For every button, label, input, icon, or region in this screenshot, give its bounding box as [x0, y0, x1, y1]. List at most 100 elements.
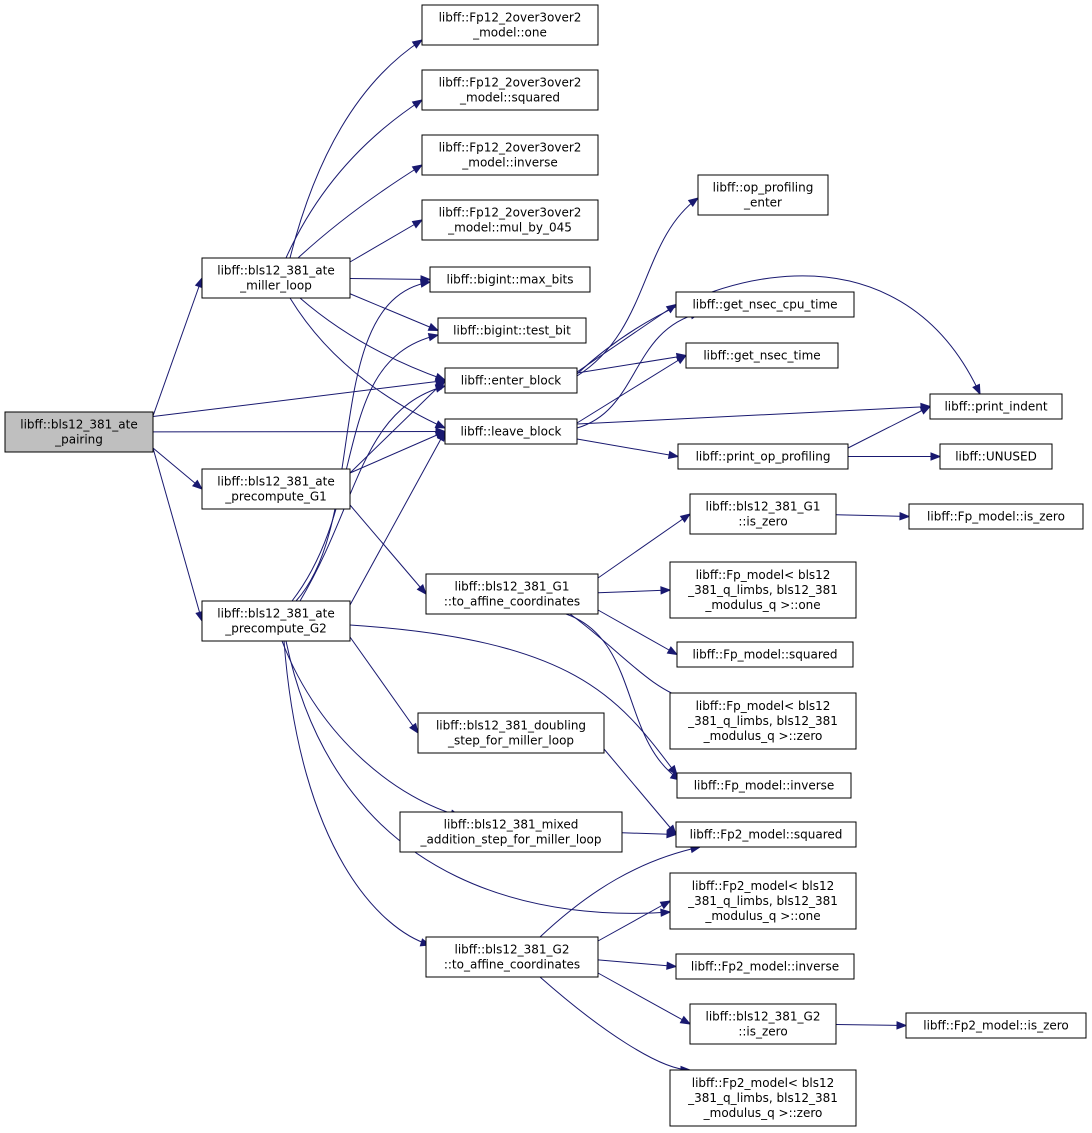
node-label: libff::Fp_model::is_zero	[927, 510, 1065, 524]
arrowhead-icon	[679, 1015, 692, 1025]
node-leave_block[interactable]: libff::leave_block	[444, 418, 578, 445]
arrowhead-icon	[659, 900, 672, 910]
node-fp12_inverse[interactable]: libff::Fp12_2over3over2_model::inverse	[421, 134, 599, 176]
node-print_op_prof[interactable]: libff::print_op_profiling	[677, 443, 849, 470]
node-box	[676, 641, 854, 668]
edge-g1_is_zero-to-fp_is_zero	[835, 512, 911, 521]
node-test_bit[interactable]: libff::bigint::test_bit	[437, 317, 587, 344]
node-box	[425, 936, 599, 978]
node-label: libff::Fp12_2over3over2	[439, 141, 582, 155]
node-box	[669, 872, 857, 930]
edge-line	[285, 640, 671, 914]
node-op_prof_enter[interactable]: libff::op_profiling_enter	[697, 174, 829, 216]
arrowhead-icon	[666, 961, 678, 970]
node-fp2_is_zero[interactable]: libff::Fp2_model::is_zero	[905, 1012, 1087, 1039]
node-cpu_time[interactable]: libff::get_nsec_cpu_time	[675, 291, 855, 318]
node-fp2_inverse[interactable]: libff::Fp2_model::inverse	[675, 953, 855, 980]
node-label: libff::bls12_381_doubling	[436, 719, 586, 733]
node-fp2_zero[interactable]: libff::Fp2_model< bls12_381_q_limbs, bls…	[669, 1069, 857, 1127]
node-g2_is_zero[interactable]: libff::bls12_381_G2::is_zero	[689, 1003, 837, 1045]
node-label: _modulus_q >::zero	[703, 729, 823, 743]
node-g1_is_zero[interactable]: libff::bls12_381_G1::is_zero	[689, 493, 837, 535]
node-fp12_squared[interactable]: libff::Fp12_2over3over2_model::squared	[421, 69, 599, 111]
node-box	[905, 1012, 1087, 1039]
node-label: libff::Fp2_model< bls12	[692, 1076, 835, 1090]
node-box	[675, 953, 855, 980]
edge-line	[152, 447, 203, 622]
node-fp12_mul045[interactable]: libff::Fp12_2over3over2_model::mul_by_04…	[421, 199, 599, 241]
edge-line	[349, 504, 427, 595]
edge-line	[283, 640, 431, 946]
edge-line	[281, 640, 461, 817]
node-g2_to_affine[interactable]: libff::bls12_381_G2::to_affine_coordinat…	[425, 936, 599, 978]
node-label: libff::bls12_381_G1	[706, 500, 821, 514]
node-fp_squared[interactable]: libff::Fp_model::squared	[676, 641, 854, 668]
arrowhead-icon	[679, 513, 692, 523]
edge-line	[597, 589, 671, 594]
edge-pairing-to-precompute_G2	[152, 447, 204, 623]
node-label: libff::Fp12_2over3over2	[439, 206, 582, 220]
node-label: _model::inverse	[461, 156, 557, 170]
edge-line	[597, 513, 691, 579]
node-g1_to_affine[interactable]: libff::bls12_381_G1::to_affine_coordinat…	[425, 573, 599, 615]
edge-miller_loop-to-fp12_inverse	[297, 164, 424, 259]
node-label: _precompute_G1	[224, 490, 327, 504]
node-box	[201, 257, 351, 299]
arrowhead-icon	[667, 450, 680, 460]
edge-line	[603, 748, 677, 835]
node-label: libff::Fp2_model::inverse	[691, 960, 839, 974]
node-miller_loop[interactable]: libff::bls12_381_ate_miller_loop	[201, 257, 351, 299]
node-fp_zero[interactable]: libff::Fp_model< bls12_381_q_limbs, bls1…	[669, 692, 857, 750]
node-label: libff::bls12_381_G2	[455, 943, 570, 957]
node-nsec_time[interactable]: libff::get_nsec_time	[685, 342, 839, 369]
node-box	[677, 443, 849, 470]
arrowhead-icon	[416, 584, 427, 596]
arrowhead-icon	[427, 333, 440, 342]
node-box	[908, 503, 1084, 530]
edge-precompute_G2-to-leave_block	[349, 430, 446, 606]
node-label: libff::get_nsec_cpu_time	[692, 298, 837, 312]
node-box	[201, 600, 351, 642]
node-fp_one[interactable]: libff::Fp_model< bls12_381_q_limbs, bls1…	[669, 561, 857, 619]
node-label: _precompute_G2	[224, 622, 327, 636]
node-box	[425, 573, 599, 615]
arrowhead-icon	[666, 829, 678, 839]
edge-line	[576, 438, 679, 457]
node-fp_is_zero[interactable]: libff::Fp_model::is_zero	[908, 503, 1084, 530]
node-fp2_squared[interactable]: libff::Fp2_model::squared	[675, 821, 857, 848]
node-label: _pairing	[54, 433, 103, 447]
node-fp_inverse[interactable]: libff::Fp_model::inverse	[676, 772, 852, 799]
node-fp12_one[interactable]: libff::Fp12_2over3over2_model::one	[421, 4, 599, 46]
edge-precompute_G1-to-g1_to_affine	[349, 504, 427, 596]
node-box	[669, 561, 857, 619]
node-precompute_G1[interactable]: libff::bls12_381_ate_precompute_G1	[201, 468, 351, 510]
edge-line	[597, 609, 678, 655]
node-print_indent[interactable]: libff::print_indent	[929, 393, 1063, 420]
node-box	[399, 811, 623, 853]
node-unused[interactable]: libff::UNUSED	[939, 443, 1053, 470]
edge-line	[835, 514, 910, 517]
node-pairing[interactable]: libff::bls12_381_ate_pairing	[4, 411, 154, 453]
node-doubling[interactable]: libff::bls12_381_doubling_step_for_mille…	[417, 712, 605, 754]
edge-line	[576, 355, 687, 424]
arrowhead-icon	[896, 1021, 908, 1030]
node-label: libff::print_indent	[944, 400, 1047, 414]
node-label: _model::squared	[459, 91, 560, 105]
arrowhead-icon	[687, 197, 700, 207]
edge-line	[576, 312, 701, 429]
node-precompute_G2[interactable]: libff::bls12_381_ate_precompute_G2	[201, 600, 351, 642]
node-label: libff::bls12_381_ate	[217, 475, 334, 489]
edge-g2_to_affine-to-g2_is_zero	[597, 972, 692, 1025]
edge-line	[349, 293, 439, 331]
node-fp2_one[interactable]: libff::Fp2_model< bls12_381_q_limbs, bls…	[669, 872, 857, 930]
edge-miller_loop-to-fp12_one	[289, 39, 424, 259]
node-box	[939, 443, 1053, 470]
node-label: libff::bigint::max_bits	[447, 273, 574, 287]
node-label: libff::enter_block	[461, 374, 562, 388]
node-mixed_add[interactable]: libff::bls12_381_mixed_addition_step_for…	[399, 811, 623, 853]
node-max_bits[interactable]: libff::bigint::max_bits	[429, 266, 591, 293]
node-enter_block[interactable]: libff::enter_block	[444, 367, 578, 394]
arrowhead-icon	[411, 164, 424, 174]
node-label: _model::one	[472, 26, 547, 40]
